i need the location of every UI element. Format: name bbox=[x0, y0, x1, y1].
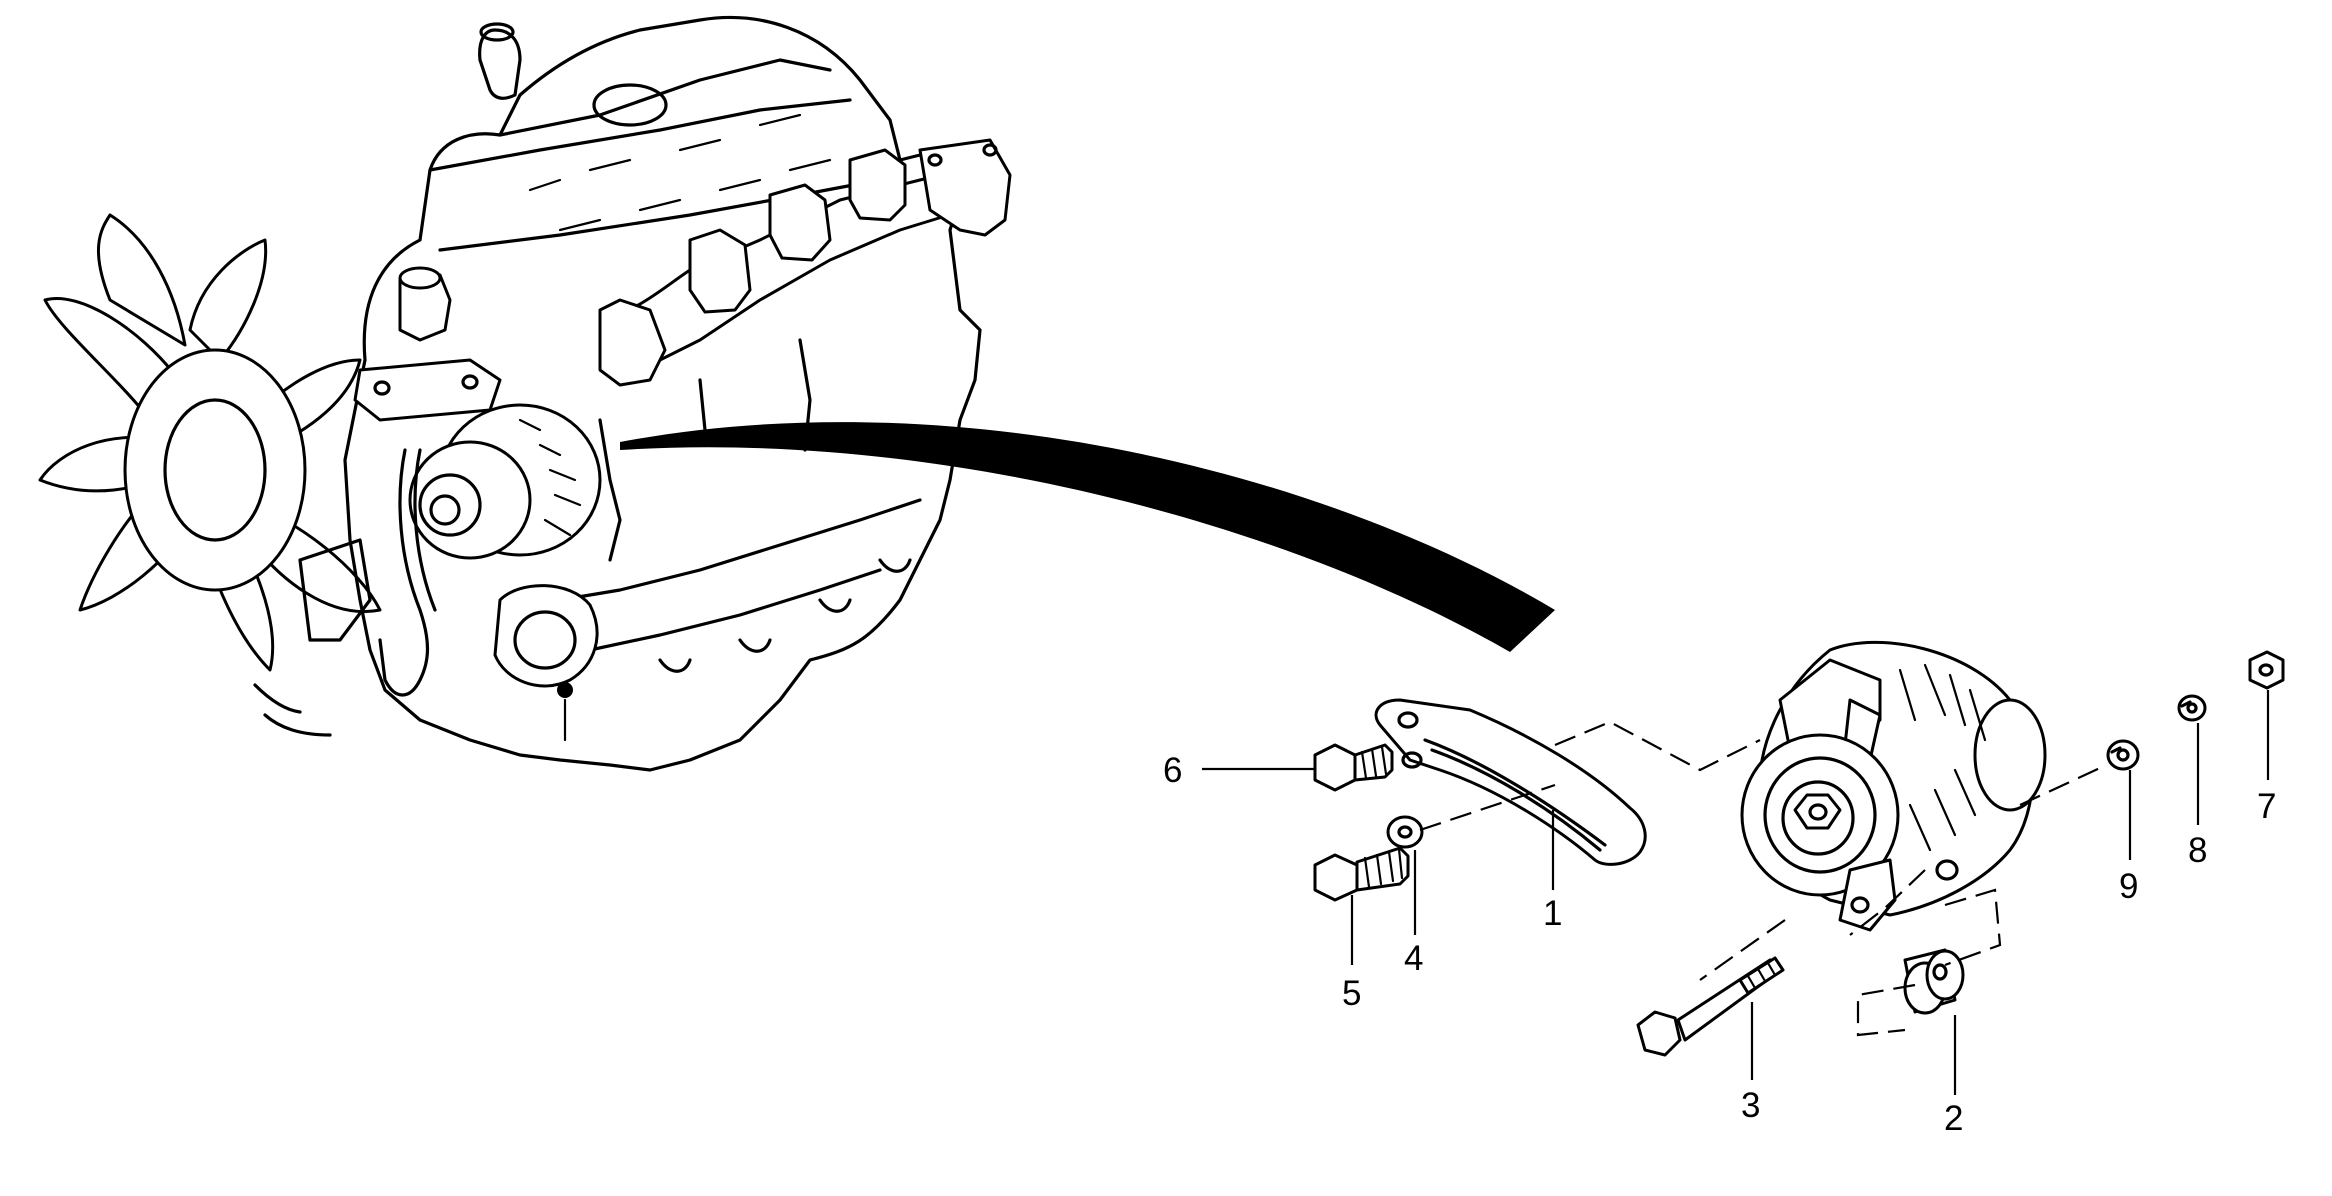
callout-8: 8 bbox=[2188, 831, 2207, 870]
callouts: 1 2 3 4 5 6 7 8 9 bbox=[1163, 751, 2276, 1138]
callout-4: 4 bbox=[1404, 939, 1423, 978]
bolt-short bbox=[1313, 743, 1394, 792]
callout-1: 1 bbox=[1543, 894, 1562, 933]
callout-7: 7 bbox=[2257, 787, 2276, 826]
callout-6: 6 bbox=[1163, 751, 1182, 790]
alternator-installed bbox=[408, 403, 602, 560]
callout-9: 9 bbox=[2119, 867, 2138, 906]
cooling-fan bbox=[38, 213, 382, 737]
spring-washer-small bbox=[2177, 694, 2207, 722]
oil-filler-cap bbox=[592, 83, 668, 127]
bolt bbox=[1313, 846, 1410, 902]
alternator bbox=[1740, 640, 2047, 932]
fan-hub bbox=[123, 348, 307, 592]
assembly-lines bbox=[1419, 720, 2101, 1037]
zoom-pointer-arrow bbox=[620, 422, 1555, 652]
engine-assembly bbox=[38, 15, 1012, 772]
engine-block bbox=[343, 15, 982, 772]
hex-nut bbox=[2248, 650, 2285, 690]
bushing bbox=[1903, 948, 1965, 1015]
spring-washer-large bbox=[2106, 739, 2140, 771]
callout-5: 5 bbox=[1342, 974, 1361, 1013]
callout-2: 2 bbox=[1944, 1099, 1963, 1138]
washer bbox=[1386, 815, 1424, 849]
exhaust-manifold bbox=[598, 138, 1012, 387]
leader-lines bbox=[1202, 690, 2270, 1095]
callout-3: 3 bbox=[1741, 1086, 1760, 1125]
adjusting-bracket bbox=[1374, 698, 1647, 866]
drive-belt bbox=[378, 448, 430, 697]
pivot-bolt bbox=[1636, 956, 1785, 1057]
